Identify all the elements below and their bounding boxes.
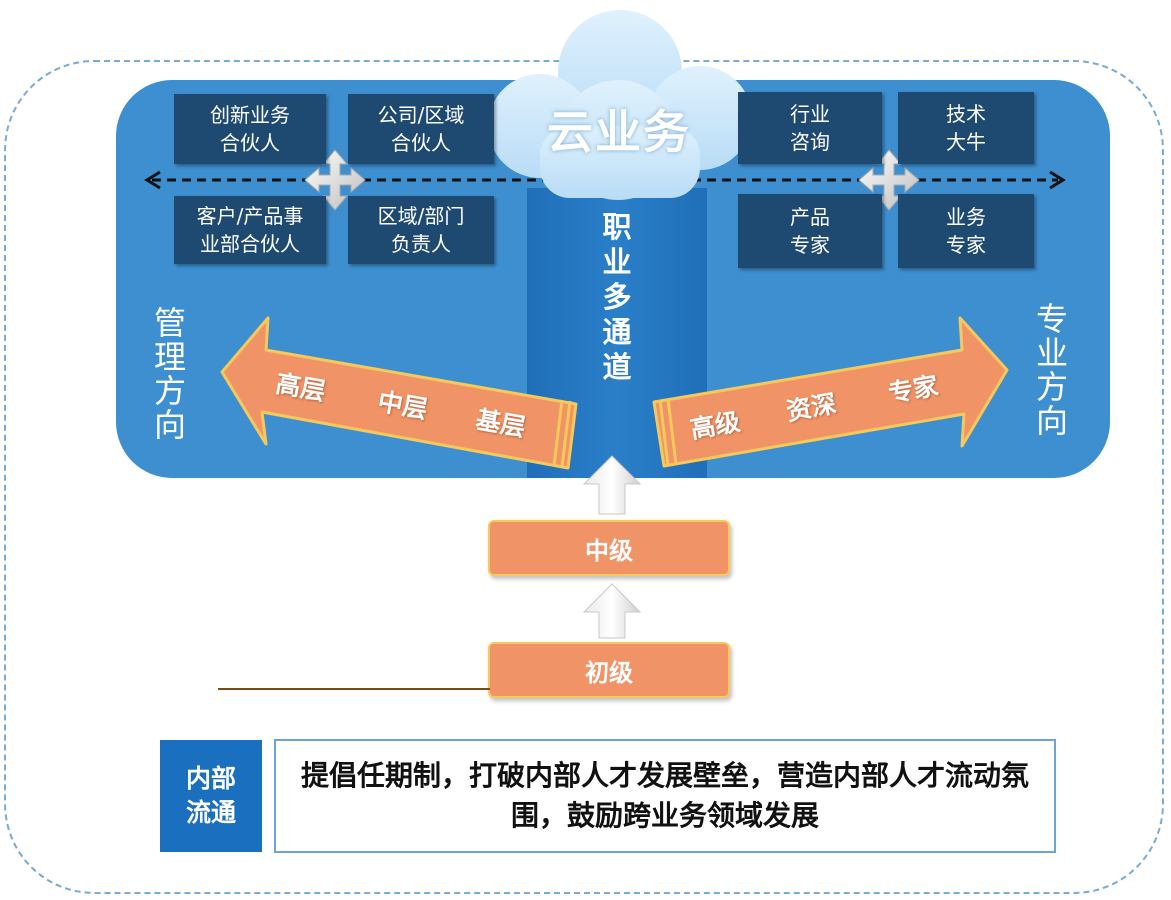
multi-channel-title: 职业多通道 [602, 210, 632, 384]
four-way-arrow-icon [304, 149, 366, 211]
role-company-region-partner: 公司/区域 合伙人 [348, 94, 494, 164]
level-junior: 初级 [488, 642, 730, 698]
internal-flow-badge: 内部流通 [160, 740, 262, 852]
cloud-shape [488, 10, 752, 200]
role-tech-expert: 技术 大牛 [898, 92, 1034, 164]
role-product-expert: 产品 专家 [738, 194, 882, 268]
professional-direction-label: 专业方向 [1035, 300, 1068, 440]
divider-line [218, 688, 490, 690]
professional-arrow [652, 316, 1009, 468]
management-direction-label: 管理方向 [153, 304, 186, 444]
role-business-expert: 业务 专家 [898, 194, 1034, 268]
up-arrow-icon [582, 583, 642, 639]
cloud-title: 云业务 [547, 105, 691, 159]
management-arrow [220, 316, 578, 470]
role-industry-consulting: 行业 咨询 [738, 92, 882, 164]
internal-flow-description: 提倡任期制，打破内部人才发展壁垒，营造内部人才流动氛围，鼓励跨业务领域发展 [274, 739, 1056, 853]
role-customer-product-partner: 客户/产品事 业部合伙人 [174, 196, 326, 264]
up-arrow-icon [582, 455, 642, 515]
role-region-department-head: 区域/部门 负责人 [348, 196, 494, 264]
role-innovation-partner: 创新业务 合伙人 [174, 94, 326, 164]
four-way-arrow-icon [858, 149, 920, 211]
level-middle: 中级 [488, 520, 730, 576]
